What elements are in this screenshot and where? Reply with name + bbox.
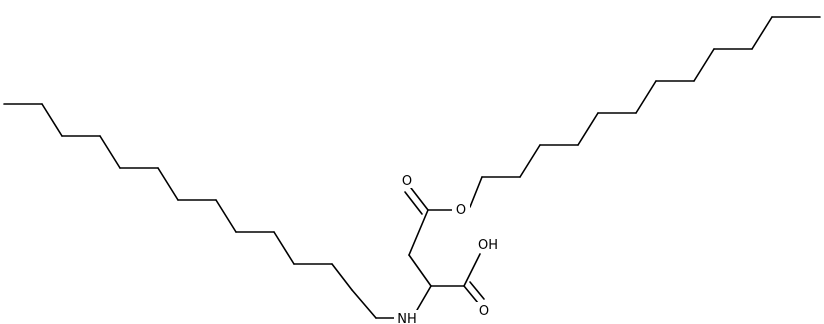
acid-carbon-to-hydroxyl-bond (463, 253, 481, 287)
dodecyl-bond-3 (519, 144, 541, 178)
ester-carbonyl-bond-a (410, 187, 429, 211)
acid-oxygen-label: O (479, 304, 489, 319)
carbonyl-oxygen: O (398, 172, 416, 189)
amine-to-alpha-carbon-bond (416, 285, 432, 311)
alpha-to-beta-carbon-bond (408, 254, 432, 287)
amine-group: NH (394, 310, 420, 324)
hydroxyl-group: OH (475, 236, 501, 253)
beta-to-ester-carbon-bond (408, 209, 429, 256)
acid-carbonyl-bond-b (469, 281, 485, 300)
tridecyl-bond-6 (157, 167, 179, 201)
ester-oxygen-label: O (456, 203, 466, 218)
tridecyl-bond-4 (99, 135, 121, 169)
tridecyl-bond-10 (273, 231, 295, 265)
dodecyl-bond-1 (469, 176, 483, 208)
tridecyl-bond-8 (215, 199, 237, 233)
amine-label: NH (397, 312, 417, 324)
atom-label-layer: O O OH O NH (394, 172, 501, 324)
acid-oxygen: O (475, 302, 493, 319)
carbonyl-oxygen-label: O (402, 174, 412, 189)
dodecyl-bond-5 (577, 112, 599, 146)
bond-layer (3, 16, 821, 319)
ester-carbonyl-bond-b (404, 191, 423, 215)
dodecyl-bond-9 (693, 48, 715, 82)
ester-oxygen: O (452, 201, 470, 218)
tridecyl-bond-2 (41, 103, 63, 137)
hydroxyl-label: OH (478, 238, 498, 253)
dodecyl-bond-7 (635, 80, 657, 114)
tridecyl-bond-12 (331, 263, 353, 291)
dodecyl-bond-11 (751, 16, 773, 50)
acid-carbonyl-bond-a (463, 285, 479, 304)
tridecyl-bond-13 (351, 289, 377, 319)
